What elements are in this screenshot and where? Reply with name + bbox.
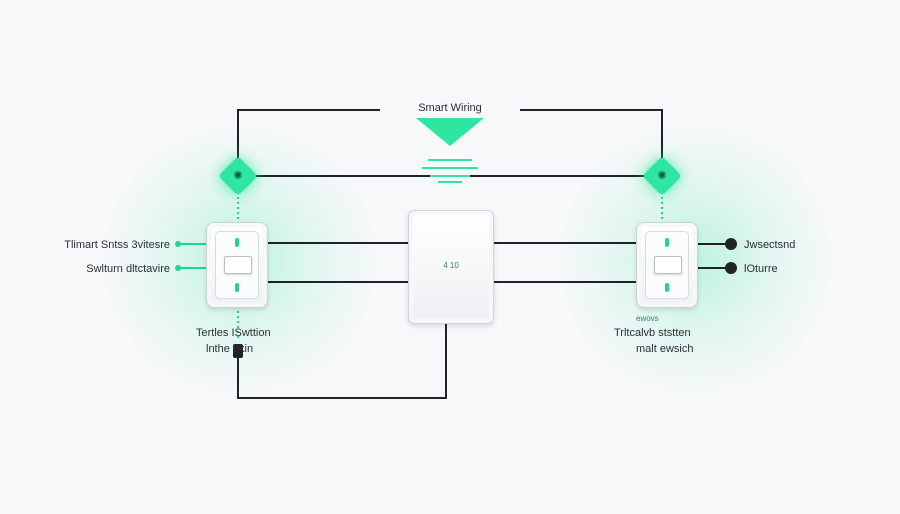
left-switch-led-bottom — [235, 283, 239, 292]
right-switch-label-1: Jwsectsnd — [744, 239, 796, 251]
right-caption-2: malt ewsich — [636, 343, 694, 355]
funnel-icon — [416, 118, 484, 146]
diagram-title: Smart Wiring — [380, 101, 520, 115]
left-caption-2: lnthe 6kin — [206, 343, 254, 355]
right-caption-1: Trltcalvb ststten — [614, 327, 691, 339]
left-input-dot — [175, 241, 181, 247]
right-switch[interactable] — [636, 222, 698, 308]
left-switch-rocker[interactable] — [224, 256, 252, 274]
plug-icon — [233, 344, 243, 358]
left-input-dot — [175, 265, 181, 271]
left-switch[interactable] — [206, 222, 268, 308]
bulb-icon: ✺ — [233, 170, 243, 182]
plug-icon — [725, 262, 737, 274]
left-switch-label-1: Tlimart Sntss 3vitesre — [64, 239, 170, 251]
left-switch-label-2: Swlturn dltctavire — [86, 263, 170, 275]
left-caption-1: Tertles ISwttion — [196, 327, 271, 339]
hub-label: 4 10 — [443, 261, 459, 270]
right-switch-rocker[interactable] — [654, 256, 682, 274]
right-switch-label-2: lOturre — [744, 263, 778, 275]
right-switch-led-top — [665, 238, 669, 247]
plug-icon — [725, 238, 737, 250]
right-caption-small: ewovs — [636, 314, 659, 323]
bulb-icon: ✺ — [657, 170, 667, 182]
wire-bottom-return — [237, 322, 447, 399]
central-hub[interactable]: 4 10 — [408, 210, 494, 324]
right-switch-led-bottom — [665, 283, 669, 292]
left-switch-led-top — [235, 238, 239, 247]
